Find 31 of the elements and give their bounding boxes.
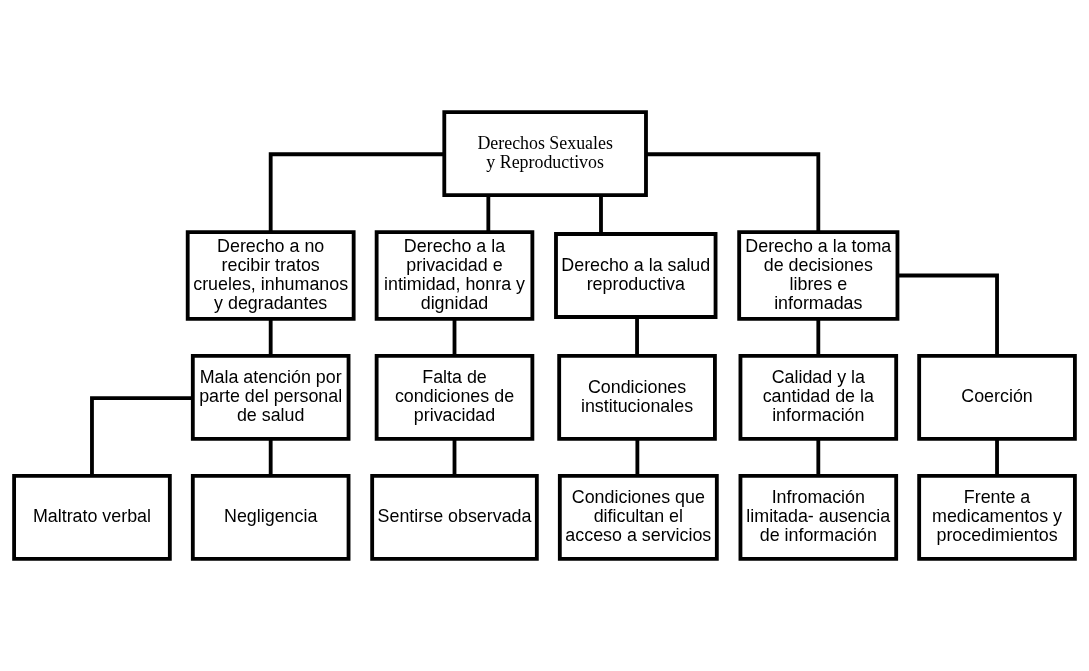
node-box: Derecho a no recibir tratos crueles, inhumanos y degradantes [185, 230, 356, 321]
node-box: Calidad y la cantidad de la información [738, 354, 899, 441]
connector [452, 439, 457, 476]
node-box: Derecho a la salud reproductiva [554, 232, 718, 319]
connector [268, 439, 273, 476]
connector [599, 195, 603, 234]
connector [486, 195, 491, 232]
connector [995, 439, 999, 476]
node-box: Falta de condiciones de privacidad [374, 354, 535, 441]
connector [452, 319, 457, 356]
connector [268, 319, 273, 356]
node-box: Mala atención por parte del personal de salud [190, 354, 351, 441]
connector [268, 152, 445, 233]
node-box: Infromación limitada- ausencia de información [738, 474, 899, 561]
connector [635, 439, 640, 476]
node-box: Coerción [917, 354, 1077, 441]
connector [816, 319, 821, 356]
node-box: Frente a medicamentos y procedimientos [917, 474, 1077, 561]
node-box: Derecho a la privacidad e intimidad, honra y dignidad [374, 230, 535, 321]
node-box: Negligencia [190, 474, 351, 561]
connector [897, 273, 999, 356]
connector [646, 152, 821, 233]
connector [635, 317, 639, 356]
node-box: Derecho a la toma de decisiones libres e informadas [737, 230, 900, 321]
node-box: Condiciones que dificultan el acceso a servicios [557, 474, 719, 561]
node-box: Derechos Sexuales y Reproductivos [442, 110, 648, 197]
connector [90, 396, 193, 476]
node-box: Condiciones institucionales [557, 354, 717, 441]
connector [816, 439, 821, 476]
node-box: Maltrato verbal [12, 474, 172, 561]
node-box: Sentirse observada [370, 474, 539, 561]
